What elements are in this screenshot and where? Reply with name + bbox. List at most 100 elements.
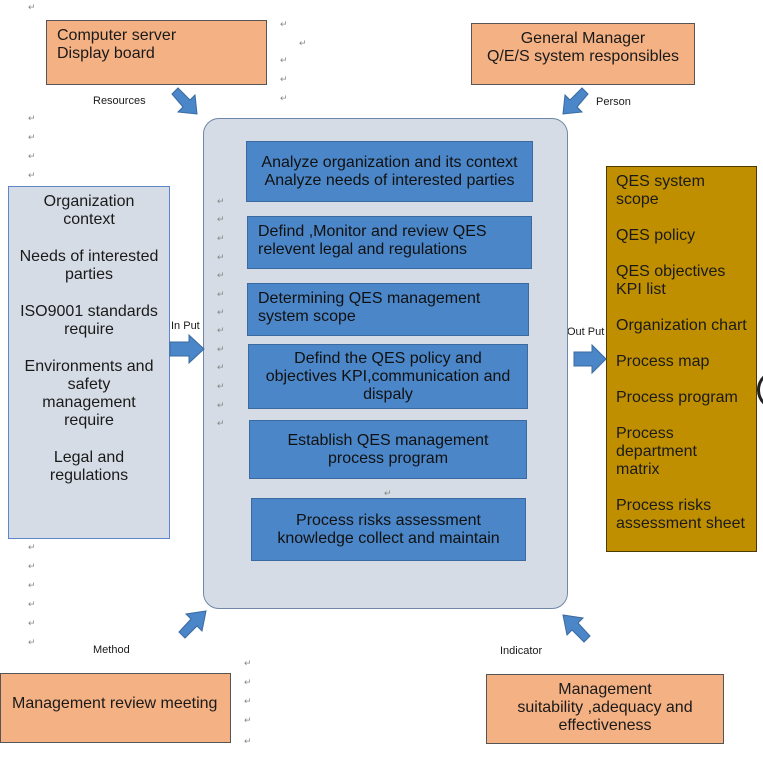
paragraph-mark-icon: ↵: [299, 38, 307, 48]
edge-circle-icon: [757, 370, 763, 410]
resources-box: Computer server Display board: [46, 20, 267, 85]
paragraph-mark-icon: ↵: [217, 233, 225, 243]
output-item-objectives: QES objectives KPI list: [616, 263, 752, 299]
input-item-line: Legal and: [53, 449, 125, 466]
paragraph-mark-icon: ↵: [280, 74, 288, 84]
output-item-policy: QES policy: [616, 227, 752, 245]
input-item-line: context: [63, 211, 115, 228]
resources-arrow-icon: [171, 87, 198, 115]
process-step-legal: Defind ,Monitor and review QES relevent …: [247, 216, 532, 269]
output-item-line: scope: [616, 191, 659, 208]
paragraph-mark-icon: ↵: [217, 252, 225, 262]
paragraph-mark-icon: ↵: [217, 400, 225, 410]
process-step-scope: Determining QES management system scope: [247, 283, 529, 336]
paragraph-mark-icon: ↵: [28, 132, 36, 142]
input-item-env-safety: Environments and safety management requi…: [13, 358, 165, 430]
person-arrow-icon: [562, 87, 589, 115]
step-line: knowledge collect and maintain: [277, 530, 500, 547]
paragraph-mark-icon: ↵: [244, 736, 252, 746]
person-label: Person: [596, 96, 631, 108]
input-item-line: Needs of interested: [19, 248, 159, 265]
paragraph-mark-icon: ↵: [244, 696, 252, 706]
paragraph-mark-icon: ↵: [280, 93, 288, 103]
step-line: Establish QES management: [287, 432, 489, 449]
method-label: Method: [93, 644, 130, 656]
paragraph-mark-icon: ↵: [28, 542, 36, 552]
step-line: Defind ,Monitor and review QES: [258, 223, 487, 240]
step-line: Process risks assessment: [296, 512, 481, 529]
paragraph-mark-icon: ↵: [280, 19, 288, 29]
paragraph-mark-icon: ↵: [28, 170, 36, 180]
paragraph-mark-icon: ↵: [217, 418, 225, 428]
method-arrow-icon: [178, 610, 207, 639]
person-line-2: Q/E/S system responsibles: [486, 48, 680, 65]
step-line: dispaly: [363, 386, 413, 403]
output-item-process-map: Process map: [616, 353, 752, 371]
person-line-1: General Manager: [520, 30, 646, 47]
person-box: General Manager Q/E/S system responsible…: [471, 23, 695, 85]
paragraph-mark-icon: ↵: [28, 151, 36, 161]
paragraph-mark-icon: ↵: [217, 381, 225, 391]
paragraph-mark-icon: ↵: [217, 214, 225, 224]
step-line: Determining QES management: [258, 290, 481, 307]
paragraph-mark-icon: ↵: [217, 325, 225, 335]
paragraph-mark-icon: ↵: [28, 599, 36, 609]
indicator-arrow-icon: [562, 614, 591, 643]
indicator-line-3: effectiveness: [558, 717, 652, 734]
paragraph-mark-icon: ↵: [244, 715, 252, 725]
process-step-analyze: Analyze organization and its context Ana…: [246, 141, 533, 202]
output-item-line: matrix: [616, 461, 660, 478]
method-line-1: Management review meeting: [12, 695, 218, 712]
input-item-line: require: [64, 321, 114, 338]
output-item-dept-matrix: Process department matrix: [616, 425, 752, 479]
output-item-line: Process: [616, 425, 674, 442]
output-item-line: Process program: [616, 389, 738, 406]
input-label: In Put: [171, 320, 200, 332]
step-line: Defind the QES policy and: [294, 350, 482, 367]
method-box: Management review meeting: [0, 673, 231, 743]
input-item-line: require: [64, 412, 114, 429]
input-item-line: parties: [64, 266, 114, 283]
paragraph-mark-icon: ↵: [217, 196, 225, 206]
input-item-legal: Legal and regulations: [13, 449, 165, 485]
paragraph-mark-icon: ↵: [28, 2, 36, 12]
output-item-line: department: [616, 443, 697, 460]
process-step-risks: Process risks assessment knowledge colle…: [251, 498, 526, 561]
paragraph-mark-icon: ↵: [28, 637, 36, 647]
output-item-line: QES policy: [616, 227, 696, 244]
output-label: Out Put: [567, 326, 605, 338]
output-item-line: Organization chart: [616, 317, 747, 334]
indicator-line-1: Management: [558, 681, 652, 698]
step-line: process program: [327, 450, 449, 467]
output-item-process-program: Process program: [616, 389, 752, 407]
output-item-line: QES objectives: [616, 263, 726, 280]
paragraph-mark-icon: ↵: [28, 580, 36, 590]
paragraph-mark-icon: ↵: [217, 307, 225, 317]
paragraph-mark-icon: ↵: [384, 488, 392, 498]
paragraph-mark-icon: ↵: [217, 344, 225, 354]
output-item-org-chart: Organization chart: [616, 317, 752, 335]
paragraph-mark-icon: ↵: [28, 618, 36, 628]
paragraph-mark-icon: ↵: [217, 362, 225, 372]
process-step-program: Establish QES management process program: [249, 420, 527, 479]
input-item-iso9001: ISO9001 standards require: [13, 303, 165, 339]
indicator-line-2: suitability ,adequacy and: [517, 699, 693, 716]
paragraph-mark-icon: ↵: [28, 113, 36, 123]
step-line: Analyze needs of interested parties: [264, 172, 515, 189]
indicator-label: Indicator: [500, 645, 543, 657]
indicator-box: Management suitability ,adequacy and eff…: [486, 674, 724, 744]
input-item-line: ISO9001 standards: [20, 303, 158, 320]
paragraph-mark-icon: ↵: [244, 677, 252, 687]
input-item-organization-context: Organization context: [13, 193, 165, 229]
input-item-interested-parties: Needs of interested parties: [13, 248, 165, 284]
resources-label: Resources: [93, 95, 146, 107]
inputs-panel: Organization context Needs of interested…: [8, 186, 170, 539]
input-arrow-icon: [169, 333, 205, 365]
paragraph-mark-icon: ↵: [280, 55, 288, 65]
step-line: system scope: [258, 308, 356, 325]
outputs-panel: QES system scope QES policy QES objectiv…: [606, 166, 757, 552]
output-arrow-icon: [573, 343, 607, 375]
paragraph-mark-icon: ↵: [217, 270, 225, 280]
input-item-line: safety: [67, 376, 111, 393]
output-item-line: Process map: [616, 353, 710, 370]
